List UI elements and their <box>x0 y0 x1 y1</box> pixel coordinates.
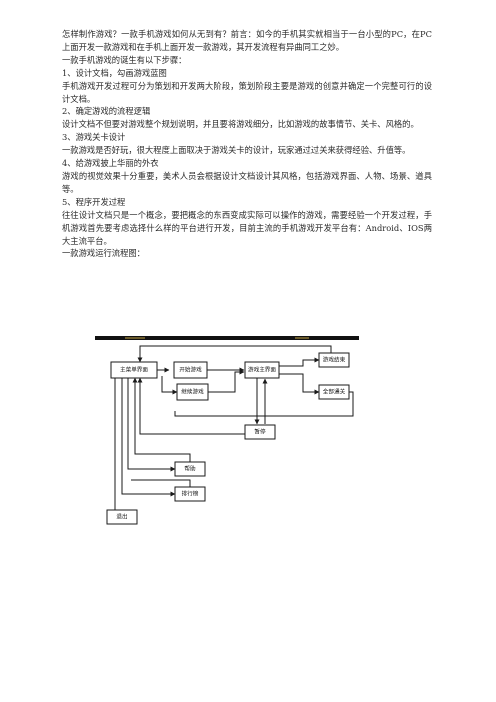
top-border-highlight <box>295 337 309 339</box>
game-flowchart: 主菜单界面 开始游戏 继续游戏 游戏主界面 游戏结束 全部通关 <box>95 336 359 526</box>
connector-menu-to-leaderboard <box>121 378 176 497</box>
paragraph-intro: 怎样制作游戏？一款手机游戏如何从无到有？前言：如今的手机其实就相当于一台小型的P… <box>62 29 432 52</box>
article-body: 怎样制作游戏？一款手机游戏如何从无到有？前言：如今的手机其实就相当于一台小型的P… <box>62 28 432 260</box>
heading-step-5: 5、程序开发过程 <box>62 196 126 207</box>
paragraph-step-4: 游戏的视觉效果十分重要，美术人员会根据设计文档设计其风格，包括游戏界面、人物、场… <box>62 170 432 194</box>
svg-text:游戏结束: 游戏结束 <box>323 356 346 364</box>
paragraph-step-1: 手机游戏开发过程可分为策划和开发两大阶段，策划阶段主要是游戏的创意并确定一个完整… <box>62 80 432 104</box>
paragraph-steps-lead: 一款手机游戏的诞生有以下步骤： <box>62 54 187 65</box>
node-main-menu: 主菜单界面 <box>110 361 158 379</box>
connector-leaderboard-back <box>131 479 191 487</box>
heading-step-4: 4、给游戏披上华丽的外衣 <box>62 158 159 169</box>
connector-menu-to-exit-outline <box>106 378 116 519</box>
paragraph-step-3: 一款游戏是否好玩，很大程度上面取决于游戏关卡的设计，玩家通过过关来获得经验、升值… <box>62 145 411 156</box>
heading-step-2: 2、确定游戏的流程逻辑 <box>62 106 151 117</box>
heading-step-3: 3、游戏关卡设计 <box>62 132 126 143</box>
svg-text:帮助: 帮助 <box>184 465 196 473</box>
connector-gameover-to-menu <box>137 345 332 363</box>
connector-help-to-menu <box>132 377 191 462</box>
flowchart-svg: 主菜单界面 开始游戏 继续游戏 游戏主界面 游戏结束 全部通关 <box>95 336 359 525</box>
node-game-over: 游戏结束 <box>318 352 350 368</box>
svg-text:开始游戏: 开始游戏 <box>179 366 202 374</box>
flowchart-caption: 一款游戏运行流程图： <box>62 248 145 259</box>
connector-allclear-loop <box>174 391 354 417</box>
svg-text:继续游戏: 继续游戏 <box>181 388 204 396</box>
svg-text:游戏主界面: 游戏主界面 <box>248 366 276 374</box>
paragraph-step-2: 设计文档不但要对游戏整个规划说明，并且要将游戏细分，比如游戏的故事情节、关卡、风… <box>62 119 419 130</box>
node-all-clear: 全部通关 <box>318 384 350 400</box>
connector-menu-to-help <box>127 378 176 472</box>
node-game-main: 游戏主界面 <box>244 361 280 379</box>
svg-text:全部通关: 全部通关 <box>323 388 346 396</box>
svg-text:主菜单界面: 主菜单界面 <box>120 366 148 374</box>
svg-text:排行榜: 排行榜 <box>182 490 199 498</box>
svg-text:退出: 退出 <box>116 513 127 521</box>
node-pause: 暂停 <box>244 424 276 440</box>
svg-text:暂停: 暂停 <box>254 428 266 436</box>
heading-step-1: 1、设计文档，勾画游戏蓝图 <box>62 67 167 78</box>
connector-game-to-allclear <box>279 373 320 395</box>
connector-game-to-gameover <box>279 357 320 367</box>
flowchart-top-border <box>95 336 359 340</box>
node-continue-game: 继续游戏 <box>176 383 209 401</box>
connector-continue-to-game <box>208 369 245 393</box>
node-leaderboard: 排行榜 <box>174 486 206 502</box>
connector-menu-to-continue <box>161 376 178 395</box>
node-help: 帮助 <box>174 461 206 477</box>
node-start-game: 开始游戏 <box>173 361 208 379</box>
connector-pause-to-menu <box>137 377 245 435</box>
top-border-highlight <box>125 337 145 339</box>
paragraph-step-5: 往往设计文档只是一个概念，要把概念的东西变成实际可以操作的游戏，需要经验一个开发… <box>62 209 432 246</box>
node-exit: 退出 <box>106 509 138 525</box>
